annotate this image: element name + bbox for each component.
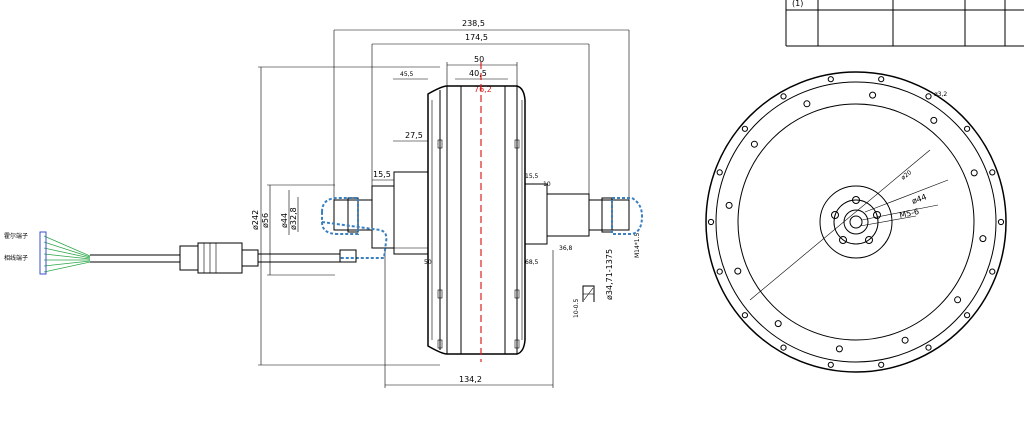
cable-connector <box>197 242 243 274</box>
stator-hole <box>970 169 978 177</box>
dim-flange-offset: 27,5 <box>405 131 423 140</box>
outer-rim <box>705 71 1007 373</box>
rim-hole <box>989 268 996 275</box>
stator-hole <box>750 140 758 148</box>
rim-hole <box>827 76 834 83</box>
dim-stator-width: 174,5 <box>465 33 488 42</box>
stator-hole <box>803 100 811 108</box>
rim-hole <box>716 169 723 176</box>
dim-inner-rim: 40,5 <box>469 69 487 78</box>
rim-hole <box>878 361 885 368</box>
title-block-text: (1) <box>792 0 803 8</box>
label-thread: M5-6 <box>899 207 920 220</box>
dim-left-shoulder: 15,5 <box>373 170 391 179</box>
stator-hole <box>954 296 962 304</box>
rim-hole <box>741 125 749 132</box>
stator-hole <box>835 345 843 353</box>
dim-rim-seat: ø34,71-1375 <box>605 249 614 300</box>
stator-hole <box>901 336 909 344</box>
label-phase-terminal: 相线端子 <box>4 254 28 262</box>
rim-hole <box>964 312 971 319</box>
dim-left-offset: 45,5 <box>400 71 414 78</box>
stator-hole <box>734 267 742 275</box>
left-axle-nut <box>321 197 359 235</box>
dim-thread-axle: M14*1.5 <box>634 232 641 258</box>
stator-hole <box>979 235 987 243</box>
dim-rim-width: 50 <box>474 55 484 64</box>
stator-ring <box>737 103 975 341</box>
rim-hole <box>707 218 715 226</box>
dim-right-shoulder: 15,5 <box>525 173 539 180</box>
rim-hole <box>716 268 723 275</box>
front-view: ø3,2 ø20 ø44 M5-6 <box>705 71 1007 373</box>
stator-hole <box>869 91 877 99</box>
rim-hole <box>964 125 971 132</box>
label-outer-hole: ø3,2 <box>934 91 947 98</box>
rim-hole <box>827 361 834 368</box>
title-block: (1) <box>785 0 1024 47</box>
rim-hole <box>925 93 932 100</box>
rim-hole <box>780 344 787 351</box>
cable-guide <box>321 221 388 259</box>
label-pcd: ø20 <box>900 169 913 182</box>
dim-diameter-56: ø56 <box>261 213 270 228</box>
motor-shell <box>427 85 526 355</box>
hub-flange <box>819 185 893 259</box>
dim-bottom-width: 134,2 <box>459 375 482 384</box>
dim-tolerance: 10-0.5 <box>573 298 580 318</box>
rim-hole <box>780 93 787 100</box>
stator-hole <box>725 201 733 209</box>
label-hub-dia: ø44 <box>911 192 928 206</box>
rim-hole <box>989 169 996 176</box>
stator-hole <box>774 320 782 328</box>
wire-fan <box>39 231 91 275</box>
rim-hole <box>741 312 749 319</box>
rim-hole <box>925 344 932 351</box>
side-view: 238,5 174,5 50 40,5 76,2 45,5 27,5 15,5 … <box>4 19 644 388</box>
dim-diameter-44: ø44 <box>280 213 289 228</box>
rim-hole <box>997 218 1005 226</box>
dim-bearing-height: 36,8 <box>559 245 573 252</box>
rim-hole <box>878 76 885 83</box>
dim-diameter-242: ø242 <box>251 210 260 230</box>
stator-hole <box>930 116 938 124</box>
dim-rim-outer: 76,2 <box>474 85 492 94</box>
dim-hub-height: 68,5 <box>525 259 539 266</box>
dim-diameter-32: ø32,8 <box>289 207 298 230</box>
right-axle-nut <box>611 197 644 235</box>
label-hall-terminal: 霍尔端子 <box>4 232 28 240</box>
rim-holes <box>707 76 1005 368</box>
dim-overall-width: 238,5 <box>462 19 485 28</box>
